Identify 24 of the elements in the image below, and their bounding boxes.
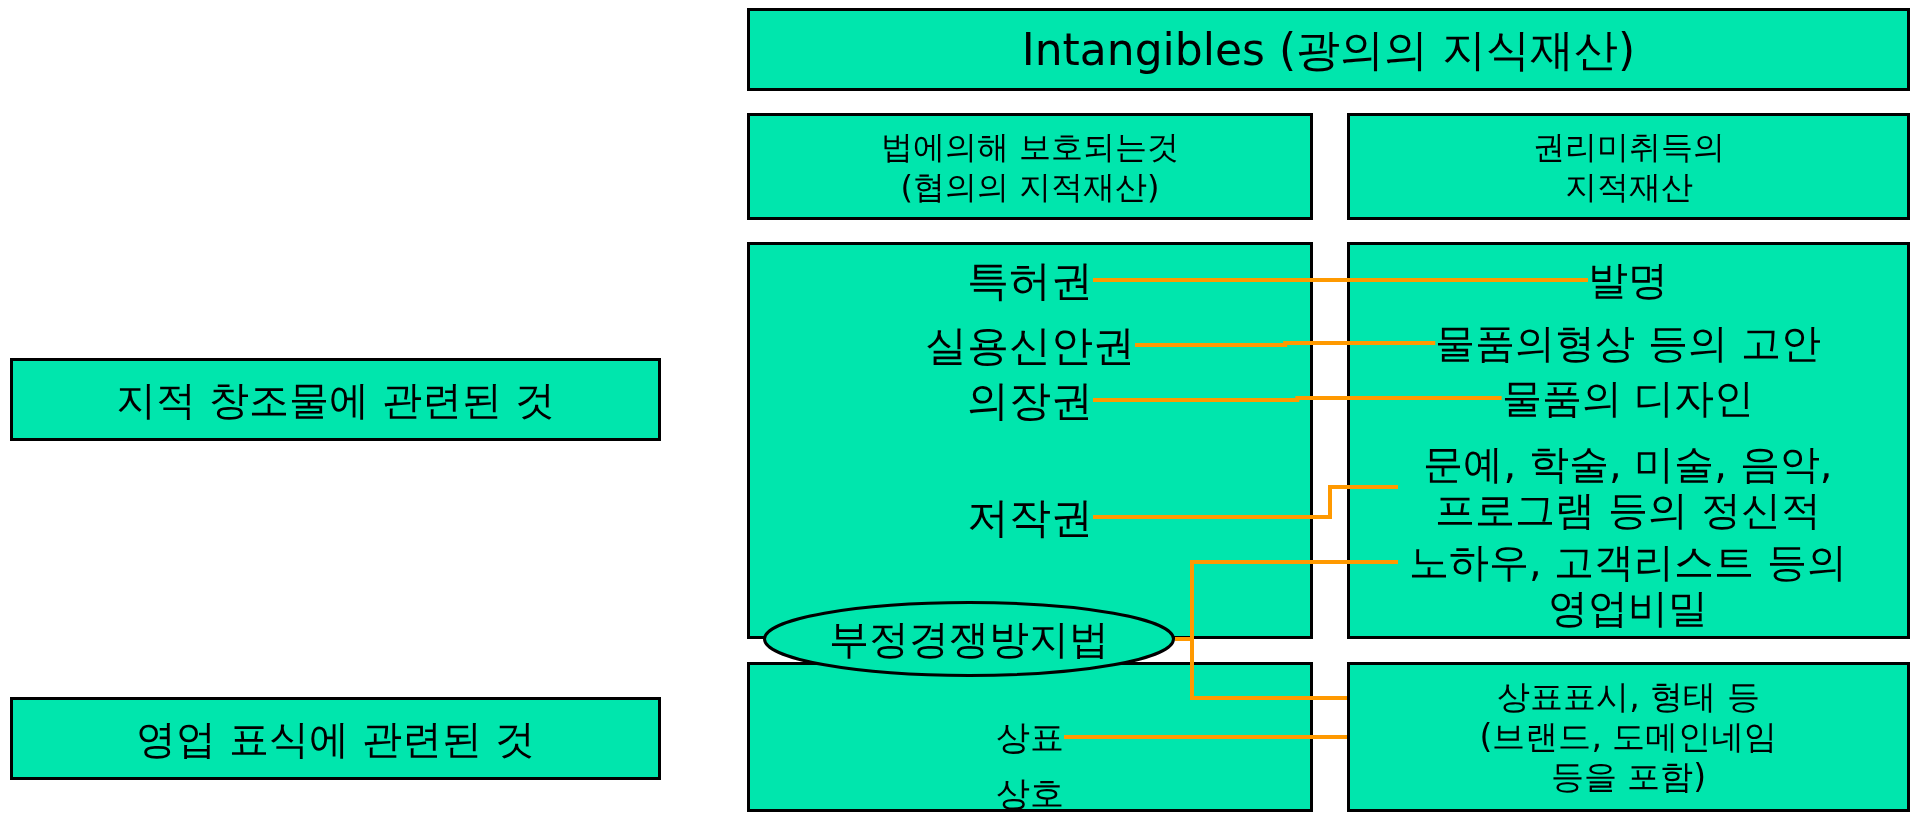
connector-line <box>1135 341 1436 347</box>
connector-line <box>1093 396 1502 402</box>
title-box: Intangibles (광의의 지식재산) <box>747 8 1910 91</box>
panel <box>1347 242 1910 639</box>
header-box: 권리미취득의 지적재산 <box>1347 113 1910 220</box>
term-label: 특허권 <box>967 253 1093 307</box>
description-text: 물품의 디자인 <box>1501 373 1755 423</box>
term-label: 의장권 <box>967 373 1093 427</box>
description-text: 발명 <box>1588 255 1668 305</box>
connector-line <box>1093 485 1398 519</box>
term-label: 상표 <box>996 715 1064 759</box>
header-box: 법에의해 보호되는것 (협의의 지적재산) <box>747 113 1313 220</box>
category-box: 영업 표식에 관련된 것 <box>10 697 661 780</box>
description-text: 노하우, 고객리스트 등의 영업비밀 <box>1398 539 1858 631</box>
description-box: 상표표시, 형태 등 (브랜드, 도메인네임 등을 포함) <box>1347 662 1910 812</box>
description-text: 물품의형상 등의 고안 <box>1435 318 1821 368</box>
term-label: 실용신안권 <box>925 318 1135 372</box>
connector-line <box>1064 735 1347 739</box>
connector-line <box>1093 278 1588 282</box>
description-text: 문예, 학술, 미술, 음악, 프로그램 등의 정신적 <box>1398 441 1858 533</box>
panel <box>747 662 1313 812</box>
term-label: 상호 <box>996 771 1064 813</box>
category-box: 지적 창조물에 관련된 것 <box>10 358 661 441</box>
term-label: 저작권 <box>967 490 1093 544</box>
